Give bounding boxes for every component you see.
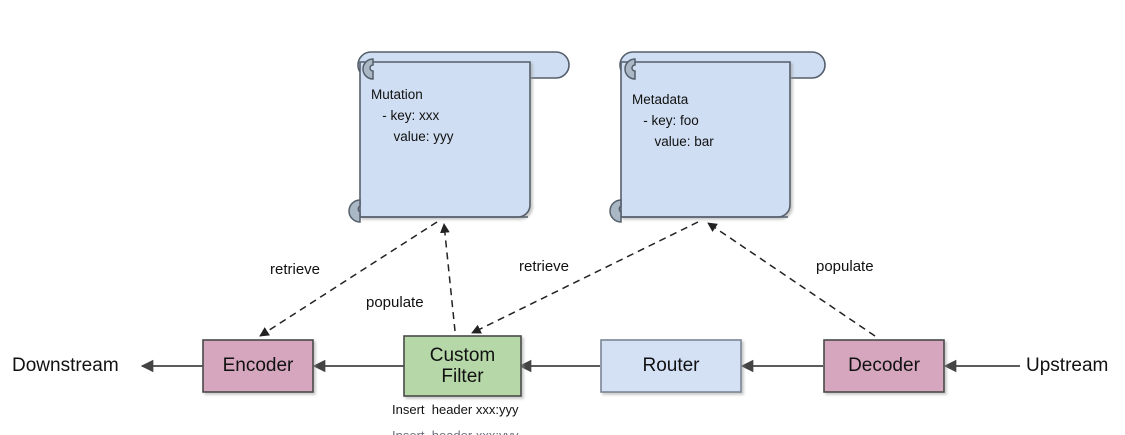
scroll-metadata xyxy=(609,51,826,223)
scroll-mutation-line-2: value: yyy xyxy=(371,129,454,144)
edge-populate-custom-filter-to-mutation xyxy=(440,223,456,332)
scroll-metadata-top-knob xyxy=(624,58,636,80)
scroll-metadata-line-0: Metadata xyxy=(632,92,689,107)
scroll-mutation-line-1: - key: xxx xyxy=(371,108,440,123)
scroll-mutation xyxy=(348,51,570,223)
edge-retrieve-mutation-to-encoder xyxy=(259,221,438,337)
scroll-metadata-bottom-knob xyxy=(609,199,622,223)
edge-label-populate-metadata: populate xyxy=(816,258,874,275)
node-label-custom-filter[interactable]: Custom Filter xyxy=(429,344,496,387)
node-label-router[interactable]: Router xyxy=(642,355,700,377)
scroll-mutation-bottom-knob xyxy=(348,199,361,223)
endpoint-upstream: Upstream xyxy=(1026,355,1109,376)
node-custom-filter[interactable] xyxy=(403,335,522,397)
scroll-mutation-line-0: Mutation xyxy=(371,87,423,102)
edge-label-retrieve-mutation: retrieve xyxy=(270,261,321,278)
scroll-metadata-line-1: - key: foo xyxy=(632,113,699,128)
edge-label-retrieve-metadata: retrieve xyxy=(519,258,570,275)
edge-label-populate-mutation: populate xyxy=(366,294,424,311)
node-label-decoder[interactable]: Decoder xyxy=(848,355,920,377)
clipped-bottom-caption: Insert header xxx:yyy xyxy=(392,428,652,435)
edge-retrieve-metadata-to-custom-filter xyxy=(471,221,699,334)
node-encoder[interactable] xyxy=(202,339,314,393)
edge-populate-decoder-to-metadata xyxy=(707,222,876,337)
scroll-metadata-line-2: value: bar xyxy=(632,134,714,149)
node-label-encoder[interactable]: Encoder xyxy=(222,355,294,377)
endpoint-downstream: Downstream xyxy=(12,355,119,376)
custom-filter-caption: Insert header xxx:yyy xyxy=(392,402,519,417)
scroll-mutation-top-knob xyxy=(362,58,374,80)
node-router[interactable] xyxy=(600,339,742,393)
node-decoder[interactable] xyxy=(823,339,945,393)
